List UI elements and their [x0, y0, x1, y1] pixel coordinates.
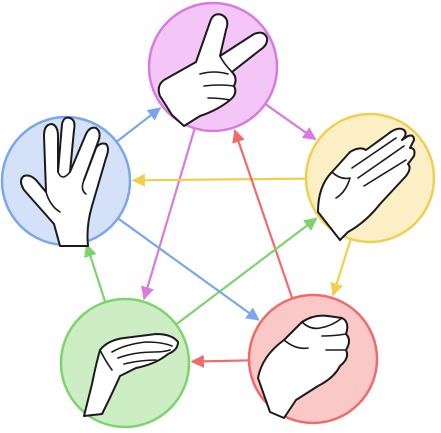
- arrow-paper-to-rock: [330, 236, 353, 297]
- arrow-lizard-to-spock: [84, 243, 107, 305]
- arrow-scissors-to-paper: [262, 101, 317, 141]
- node-scissors: [147, 1, 279, 133]
- arrow-rock-to-scissors: [232, 129, 294, 301]
- node-spock: [0, 115, 132, 247]
- node-paper: [304, 112, 436, 244]
- spock-hand-icon: [20, 116, 109, 247]
- node-lizard: [59, 297, 191, 429]
- arrow-spock-to-rock: [115, 216, 260, 321]
- arrow-rock-to-lizard: [190, 354, 252, 368]
- paper-hand-icon: [317, 127, 416, 241]
- arrow-scissors-to-lizard: [141, 126, 197, 301]
- arrow-paper-to-spock: [131, 173, 309, 187]
- rock-fist-icon: [257, 314, 350, 419]
- scissors-hand-icon: [157, 13, 269, 127]
- arrow-spock-to-scissors: [114, 107, 162, 144]
- arrow-lizard-to-paper: [173, 217, 318, 327]
- lizard-hand-icon: [83, 333, 179, 417]
- node-rock: [247, 293, 379, 425]
- edges-layer: [84, 101, 353, 368]
